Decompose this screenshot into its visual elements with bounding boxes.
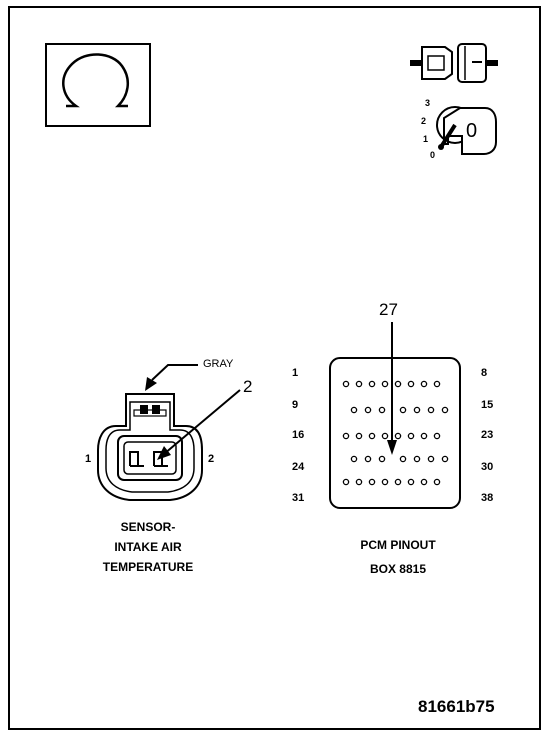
pcm-caption-line1: PCM PINOUT [360, 538, 436, 552]
connector-icon [410, 43, 498, 83]
pcm-right-number: 8 [481, 367, 488, 379]
pcm-pin-31 [342, 478, 350, 486]
sensor-pin2-arrow [157, 389, 241, 460]
pcm-pin-2 [355, 380, 363, 388]
pcm-pin-23 [433, 432, 441, 440]
pcm-left-number: 16 [292, 429, 305, 441]
sensor-pin-callout: 2 [243, 377, 253, 396]
pcm-pin-33 [368, 478, 376, 486]
pcm-pin-8 [433, 380, 441, 388]
pcm-right-number: 23 [481, 429, 494, 441]
pcm-pin-14 [427, 406, 435, 414]
pcm-pin-16 [342, 432, 350, 440]
pcm-pin-18 [368, 432, 376, 440]
diagram-frame [8, 6, 541, 730]
pcm-right-number: 30 [481, 461, 494, 473]
pcm-right-number: 15 [481, 399, 494, 411]
pcm-pin-10 [364, 406, 372, 414]
pcm-left-number: 9 [292, 399, 299, 411]
sensor-connector [97, 393, 203, 501]
sensor-caption-line2: INTAKE AIR [114, 540, 182, 554]
ohm-icon [45, 43, 151, 127]
pcm-pin-20 [394, 432, 402, 440]
ignition-position-2: 2 [421, 116, 427, 126]
figure-id: 81661b75 [418, 697, 495, 716]
pcm-pin-6 [407, 380, 415, 388]
pcm-pin-3 [368, 380, 376, 388]
pcm-pin-25 [364, 455, 372, 463]
ignition-position-1: 1 [423, 134, 429, 144]
pcm-pin-28 [413, 455, 421, 463]
pcm-pin-22 [420, 432, 428, 440]
pcm-pin27-arrow [387, 322, 397, 455]
sensor-pin-2-label: 2 [208, 453, 215, 465]
gray-wire-label: GRAY [203, 358, 234, 370]
sensor-caption-line3: TEMPERATURE [102, 560, 194, 574]
pcm-pin-30 [441, 455, 449, 463]
pcm-pin-13 [413, 406, 421, 414]
pcm-pin-17 [355, 432, 363, 440]
pcm-pin-26 [378, 455, 386, 463]
pcm-pin-38 [433, 478, 441, 486]
pcm-pin-32 [355, 478, 363, 486]
gray-wire-leader [145, 364, 198, 391]
pcm-pin-21 [407, 432, 415, 440]
pcm-pin-1 [342, 380, 350, 388]
ignition-position-0: 0 [430, 150, 436, 160]
pcm-pin-35 [394, 478, 402, 486]
pcm-pin-4 [381, 380, 389, 388]
pcm-pin-callout: 27 [379, 300, 398, 319]
pcm-pin-27 [399, 455, 407, 463]
pcm-right-number: 38 [481, 492, 494, 504]
pcm-pin-5 [394, 380, 402, 388]
pcm-caption-line2: BOX 8815 [369, 562, 427, 576]
sensor-pin-1-label: 1 [85, 453, 92, 465]
sensor-caption-line1: SENSOR- [120, 520, 176, 534]
ignition-position-3: 3 [425, 98, 431, 108]
pcm-pin-7 [420, 380, 428, 388]
ignition-key-label: 0 [466, 120, 478, 142]
pcm-pin-29 [427, 455, 435, 463]
pcm-pin-15 [441, 406, 449, 414]
pcm-pin-12 [399, 406, 407, 414]
pcm-pin-11 [378, 406, 386, 414]
pcm-left-number: 24 [292, 461, 305, 473]
pcm-left-number: 31 [292, 492, 305, 504]
pcm-pin-24 [350, 455, 358, 463]
pcm-connector-box [329, 357, 461, 509]
pcm-pin-9 [350, 406, 358, 414]
ignition-icon [436, 106, 497, 155]
pcm-pin-grid [342, 380, 449, 486]
pcm-pin-19 [381, 432, 389, 440]
pcm-left-number: 1 [292, 367, 299, 379]
pcm-pin-37 [420, 478, 428, 486]
pcm-pin-34 [381, 478, 389, 486]
pcm-pin-36 [407, 478, 415, 486]
